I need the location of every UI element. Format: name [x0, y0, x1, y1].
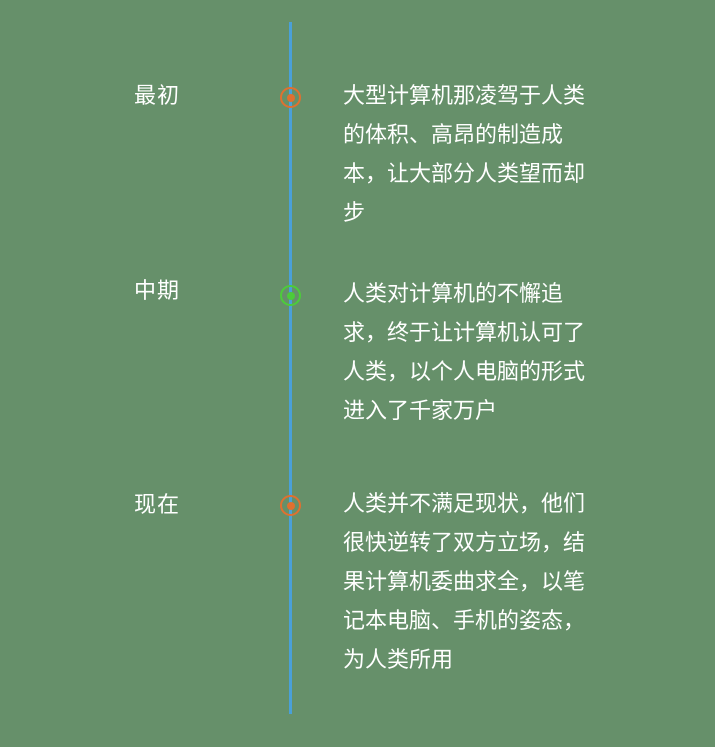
event-description-middle: 人类对计算机的不懈追求，终于让计算机认可了人类，以个人电脑的形式进入了千家万户	[343, 282, 586, 424]
marker-dot-icon	[286, 501, 295, 510]
event-label-now: 现在	[134, 493, 181, 518]
event-description-now: 人类并不满足现状，他们很快逆转了双方立场，结果计算机委曲求全，以笔记本电脑、手机…	[343, 492, 586, 673]
event-description-initial: 大型计算机那凌驾于人类的体积、高昂的制造成本，让大部分人类望而却步	[343, 84, 586, 226]
marker-dot-icon	[286, 291, 295, 300]
event-marker-middle-icon	[280, 285, 301, 306]
timeline-axis	[289, 22, 292, 714]
event-label-initial: 最初	[134, 84, 181, 109]
event-marker-now-icon	[280, 495, 301, 516]
event-marker-initial-icon	[280, 87, 301, 108]
event-label-middle: 中期	[134, 279, 181, 304]
marker-dot-icon	[286, 93, 295, 102]
